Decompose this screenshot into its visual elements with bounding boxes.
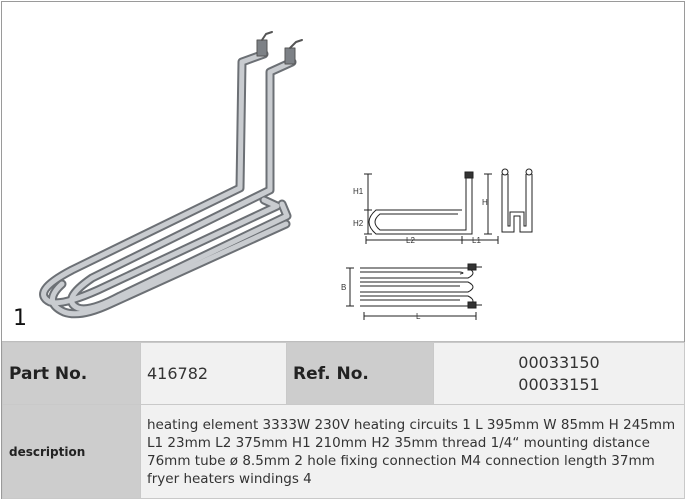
dim-label-l2: L2 [406, 236, 415, 245]
dim-label-h2: H2 [353, 219, 364, 228]
part-no-label: Part No. [2, 342, 141, 405]
ref-no-label: Ref. No. [286, 342, 434, 405]
figure-area: H1 H2 H L2 L1 B L 1 [2, 2, 684, 342]
dim-label-b: B [341, 283, 346, 292]
dim-label-h: H [482, 198, 488, 207]
table-row: Part No. 416782 Ref. No. 00033150 000331… [2, 342, 685, 405]
table-row: description heating element 3333W 230V h… [2, 404, 685, 499]
description-label: description [2, 404, 141, 499]
ref-no-values: 00033150 00033151 [433, 342, 685, 405]
dim-label-h1: H1 [353, 187, 364, 196]
spec-table: Part No. 416782 Ref. No. 00033150 000331… [2, 342, 685, 499]
part-no-value: 416782 [140, 342, 287, 405]
heating-element-photo [39, 31, 303, 319]
figure-number: 1 [13, 306, 27, 331]
description-text: heating element 3333W 230V heating circu… [140, 404, 685, 499]
ref-no-value: 00033151 [518, 374, 600, 394]
dim-label-l: L [416, 312, 421, 321]
ref-no-value: 00033150 [518, 352, 600, 372]
technical-drawing: H1 H2 H L2 L1 B L [341, 168, 533, 321]
dim-label-l1: L1 [472, 236, 481, 245]
